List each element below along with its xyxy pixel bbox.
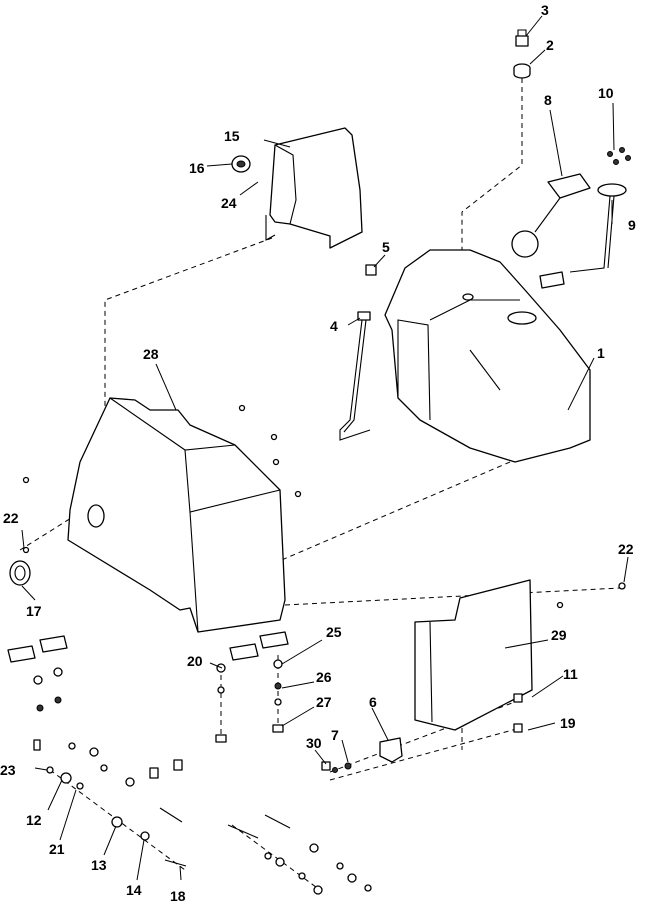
callout-22a: 22 bbox=[3, 510, 19, 526]
upper-bracket bbox=[265, 127, 363, 249]
hardware bbox=[22, 404, 626, 895]
callout-8: 8 bbox=[544, 92, 552, 108]
callout-22b: 22 bbox=[618, 541, 634, 557]
callout-24: 24 bbox=[221, 195, 237, 211]
grommet bbox=[231, 155, 251, 173]
callout-4: 4 bbox=[330, 318, 338, 334]
callout-25: 25 bbox=[326, 624, 342, 640]
callout-23: 23 bbox=[0, 762, 16, 778]
callout-19: 19 bbox=[560, 715, 576, 731]
main-cover bbox=[67, 397, 286, 633]
leader-lines bbox=[21, 15, 629, 881]
small-bracket bbox=[379, 737, 403, 763]
callout-29: 29 bbox=[551, 627, 567, 643]
fuel-line bbox=[339, 264, 377, 441]
sender-gasket bbox=[511, 173, 591, 258]
callout-11: 11 bbox=[563, 666, 578, 682]
callout-28: 28 bbox=[143, 346, 159, 362]
callout-14: 14 bbox=[126, 882, 142, 898]
callout-9: 9 bbox=[628, 217, 636, 233]
callout-3: 3 bbox=[541, 2, 549, 18]
callout-27: 27 bbox=[316, 694, 332, 710]
fuel-sender-unit bbox=[539, 183, 627, 289]
side-panel bbox=[414, 579, 533, 731]
seal-ring bbox=[9, 560, 31, 586]
callout-13: 13 bbox=[91, 857, 107, 873]
callout-6: 6 bbox=[369, 694, 377, 710]
callout-17: 17 bbox=[26, 603, 42, 619]
callout-20: 20 bbox=[187, 653, 203, 669]
mount-pads bbox=[7, 631, 289, 663]
callout-21: 21 bbox=[49, 841, 65, 857]
vent-fitting bbox=[515, 29, 529, 47]
callout-5: 5 bbox=[382, 239, 390, 255]
callout-26: 26 bbox=[316, 669, 332, 685]
sender-screws bbox=[607, 147, 631, 165]
callout-16: 16 bbox=[189, 160, 205, 176]
callout-labels: 1 2 3 4 5 6 7 8 9 10 11 12 13 14 15 16 1… bbox=[0, 2, 636, 904]
fuel-tank bbox=[384, 249, 591, 463]
callout-1: 1 bbox=[597, 345, 605, 361]
callout-30: 30 bbox=[306, 735, 322, 751]
callout-18: 18 bbox=[170, 888, 186, 904]
callout-10: 10 bbox=[598, 85, 614, 101]
callout-12: 12 bbox=[26, 812, 42, 828]
fuel-cap bbox=[513, 63, 531, 79]
callout-7: 7 bbox=[331, 727, 339, 743]
callout-2: 2 bbox=[546, 37, 554, 53]
callout-15: 15 bbox=[224, 128, 240, 144]
